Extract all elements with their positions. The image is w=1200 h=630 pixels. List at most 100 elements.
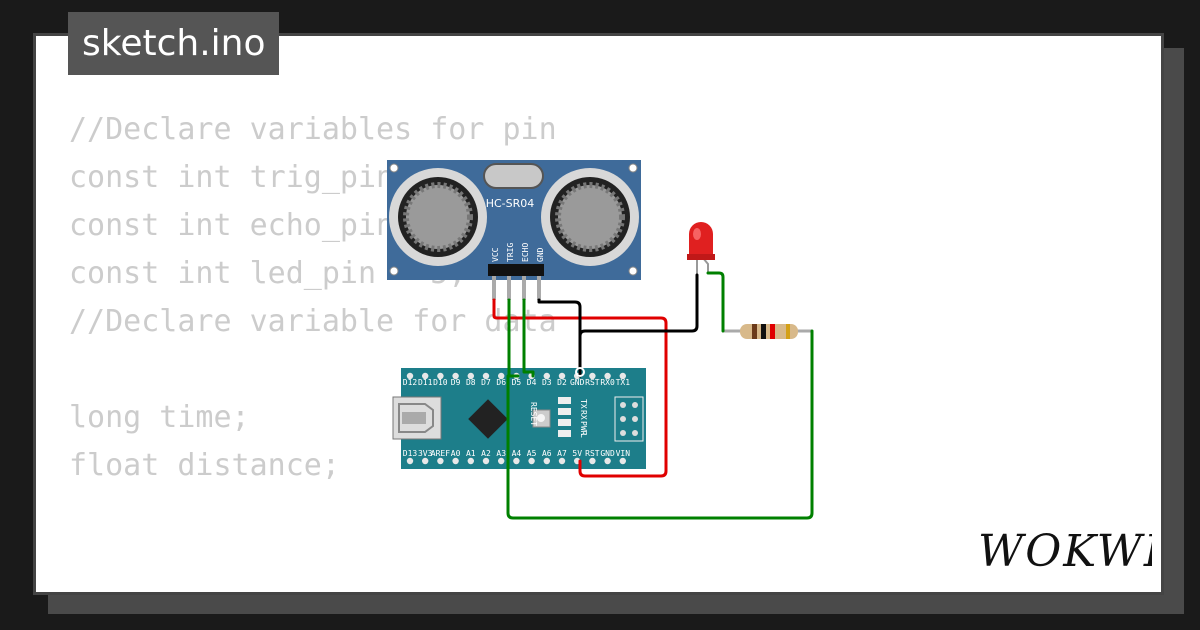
header-pin-label: A1 [466, 449, 476, 458]
header-pin[interactable] [437, 372, 444, 380]
resistor-band [786, 324, 790, 339]
header-pin[interactable] [498, 457, 505, 465]
transducer-right-mesh-pattern [555, 182, 625, 252]
file-tab[interactable]: sketch.ino [68, 12, 280, 75]
header-pin[interactable] [422, 372, 429, 380]
wokwi-logo: WOKWI [978, 526, 1152, 576]
reset-label: RESET [529, 402, 538, 426]
header-pin-label: RST [585, 449, 600, 458]
header-pin-label: TX1 [616, 378, 631, 387]
resistor-band [770, 324, 775, 339]
header-pin[interactable] [406, 457, 414, 465]
resistor[interactable] [722, 324, 812, 339]
header-pin-label: GND [600, 449, 615, 458]
header-pin[interactable] [452, 372, 459, 380]
icsp-pin [632, 416, 638, 422]
header-pin-label: D9 [451, 378, 461, 387]
header-pin[interactable] [498, 372, 505, 380]
header-pin[interactable] [422, 457, 429, 465]
mount-hole [389, 266, 399, 276]
header-pin[interactable] [543, 372, 550, 380]
header-pin[interactable] [558, 457, 566, 465]
header-pin-label: 3V3 [418, 449, 433, 458]
header-pin-label: A0 [451, 449, 461, 458]
icsp-pin [620, 416, 626, 422]
mount-hole [628, 266, 638, 276]
header-pin-label: A7 [557, 449, 567, 458]
crystal-oscillator [483, 163, 544, 189]
wire-green-echo[interactable] [522, 298, 535, 378]
header-pin-label: 5V [572, 449, 582, 458]
header-pin-label: A2 [481, 449, 491, 458]
microcontroller-chip [468, 399, 508, 439]
resistor-band [752, 324, 757, 339]
header-pin[interactable] [604, 457, 611, 465]
sensor-pin-label: GND [536, 247, 545, 262]
header-pin[interactable] [513, 457, 520, 465]
header-pin[interactable] [452, 457, 459, 465]
header-pin[interactable] [528, 457, 535, 465]
header-pin-label: VIN [616, 449, 631, 458]
sensor-pin [537, 276, 541, 300]
header-pin-label: D4 [527, 378, 537, 387]
sensor-header [488, 264, 544, 276]
wire-black-led-gnd[interactable] [578, 273, 699, 378]
code-line: //Declare variables for pin [69, 112, 557, 147]
mount-hole [389, 163, 399, 173]
header-pin-label: A6 [542, 449, 552, 458]
header-pin[interactable] [589, 372, 596, 380]
sensor-pin [507, 276, 511, 300]
header-pin[interactable] [467, 457, 474, 465]
resistor-band [761, 324, 766, 339]
header-pin-label: GND [570, 378, 585, 387]
status-led-label: L [579, 433, 588, 438]
transducer-left-mesh-pattern [403, 182, 473, 252]
icsp-pin [620, 402, 626, 408]
wire-red-vcc[interactable] [492, 298, 668, 478]
led-body [689, 222, 713, 258]
status-led [558, 419, 571, 426]
header-pin[interactable] [482, 457, 490, 465]
icsp-pin [620, 430, 626, 436]
usb-port [402, 412, 426, 424]
code-line: //Declare variable for data [69, 304, 557, 339]
header-pin-label: D12 [403, 378, 418, 387]
header-pin[interactable] [437, 457, 444, 465]
header-pin[interactable] [619, 457, 626, 465]
header-pin-label: D6 [496, 378, 506, 387]
status-led [558, 430, 571, 437]
header-pin-label: D5 [512, 378, 522, 387]
header-pin-label: RST [585, 378, 600, 387]
sensor-pin [522, 276, 526, 300]
header-pin[interactable] [589, 457, 596, 465]
header-pin[interactable] [467, 372, 474, 380]
wire-black-gnd[interactable] [537, 298, 582, 378]
header-pin[interactable] [406, 372, 414, 380]
header-pin-label: D3 [542, 378, 552, 387]
header-pin[interactable] [604, 372, 611, 380]
header-pin[interactable] [543, 457, 550, 465]
red-led[interactable] [687, 222, 715, 275]
icsp-header [614, 396, 644, 442]
header-pin[interactable] [558, 372, 566, 380]
sensor-pin-label: ECHO [521, 243, 530, 262]
icsp-pin [632, 430, 638, 436]
sensor-pin-label: TRIG [506, 243, 515, 262]
wire-green-resistor[interactable] [506, 329, 814, 520]
status-led [558, 408, 571, 415]
ultrasonic-sensor[interactable]: HC-SR04 VCC TRIG ECHO GND [387, 160, 641, 300]
header-pin[interactable] [619, 372, 626, 380]
led-leg [702, 257, 709, 273]
transducer-left-mesh [406, 185, 470, 249]
wire-green-led[interactable] [706, 271, 725, 333]
status-led-label: RX [579, 410, 588, 420]
header-pin[interactable] [482, 372, 490, 380]
status-led-label: PWR [579, 421, 588, 436]
header-pin-label: A5 [527, 449, 537, 458]
sensor-pin-label: VCC [491, 247, 500, 262]
header-pin-label: D8 [466, 378, 476, 387]
